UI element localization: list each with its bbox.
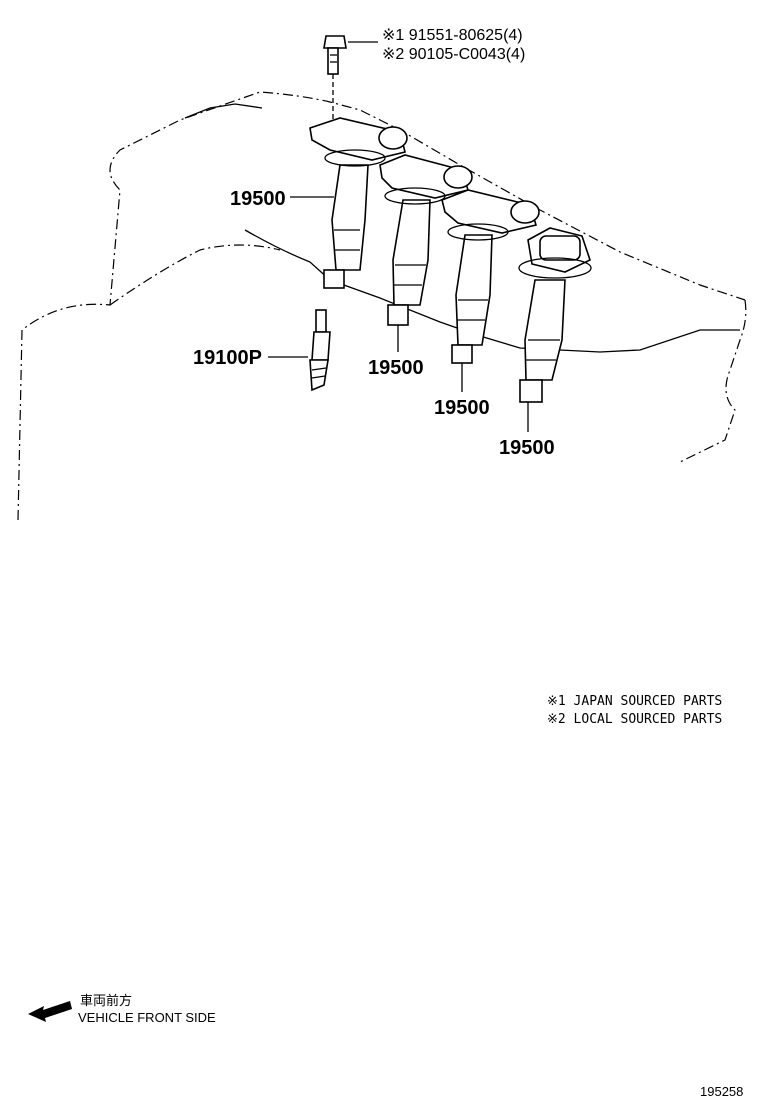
ignition-coil-1	[309, 117, 408, 289]
callout-coil-1: 19500	[230, 188, 286, 210]
ignition-coil-2	[379, 154, 473, 326]
note-japan-sourced: ※1 JAPAN SOURCED PARTS	[547, 694, 723, 709]
callout-coil-2: 19500	[368, 357, 424, 379]
callout-coil-3: 19500	[434, 397, 490, 419]
note-local-sourced: ※2 LOCAL SOURCED PARTS	[547, 712, 723, 727]
engine-head-outline	[17, 91, 747, 521]
callout-coil-4: 19500	[499, 437, 555, 459]
direction-label-english: VEHICLE FRONT SIDE	[78, 1010, 216, 1025]
ignition-coil-4	[518, 227, 592, 403]
direction-label-japanese: 車両前方	[80, 993, 133, 1008]
callout-spark-plug: 19100P	[193, 347, 262, 369]
bolt	[323, 35, 378, 122]
figure-id: 195258	[700, 1084, 744, 1099]
front-direction-arrow-icon	[28, 1001, 72, 1022]
bolt-part-number-1: ※1 91551-80625(4)	[382, 27, 523, 44]
ignition-coil-3	[441, 189, 540, 364]
bolt-part-number-2: ※2 90105-C0043(4)	[382, 46, 525, 63]
spark-plug	[268, 309, 331, 392]
